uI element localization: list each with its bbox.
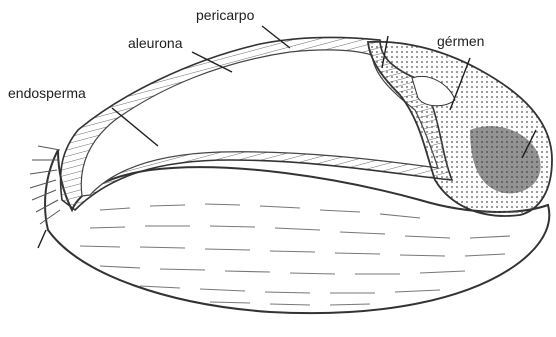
leader-tip (38, 230, 46, 248)
label-endosperma: endosperma (8, 86, 86, 100)
label-germen: gérmen (437, 34, 484, 48)
label-aleurona: aleurona (128, 36, 183, 50)
label-pericarpo: pericarpo (196, 8, 254, 22)
